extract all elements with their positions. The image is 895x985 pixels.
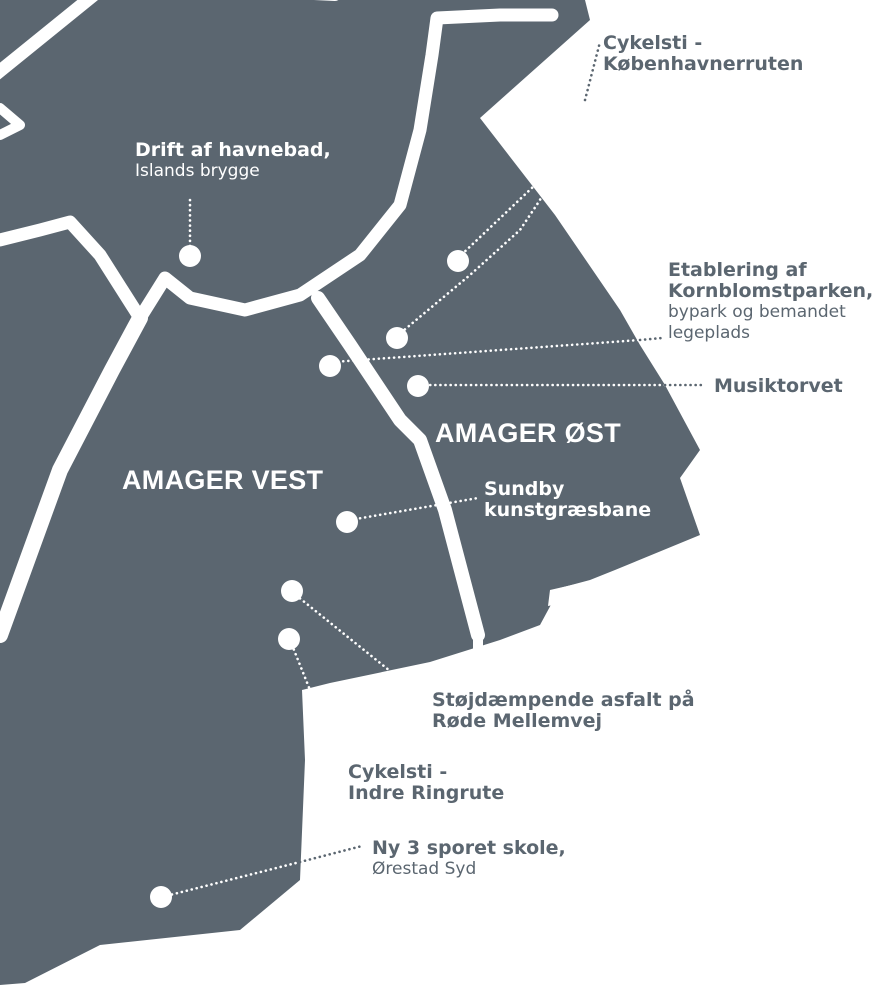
road-nw-diagonal (0, 0, 98, 80)
district-label-amager-ost: AMAGER ØST (435, 418, 621, 448)
leader-skole-out (298, 844, 364, 864)
project-markers (150, 245, 469, 908)
road-islands-brygge-ring (133, 8, 559, 325)
marker-cykelsti-kbh (447, 250, 469, 272)
marker-havnebad (179, 245, 201, 267)
label-cykelsti-indre-ringrute: Cykelsti - Indre Ringrute (348, 761, 505, 804)
label-ny-skole: Ny 3 sporet skole, Ørestad Syd (372, 837, 566, 880)
marker-sundby (336, 511, 358, 533)
leader-kornblomst (331, 338, 642, 364)
leader-cykelsti-kbh (456, 98, 587, 260)
marker-cykelsti-indre (278, 628, 300, 650)
marker-stojdaempende (281, 580, 303, 602)
leader-sundby (348, 496, 480, 522)
leader-frankrigsgade (395, 183, 547, 338)
leader-kornblomst-out (638, 336, 664, 342)
marker-kornblomst (319, 355, 341, 377)
marker-musiktorvet (407, 375, 429, 397)
coast-notch (548, 582, 585, 606)
leader-stojdaempende (290, 590, 427, 702)
leader-cykelsti-indre (288, 638, 347, 747)
label-havnebad: Drift af havnebad, Islands brygge (135, 139, 331, 182)
label-kornblomstparken: Etablering af Kornblomstparken, bypark o… (668, 259, 874, 344)
label-musiktorvet: Musiktorvet (714, 375, 843, 397)
leader-lines (160, 40, 705, 899)
district-label-amager-vest: AMAGER VEST (122, 465, 324, 495)
road-amager-vest-west (0, 310, 148, 643)
leader-skole (160, 860, 302, 899)
leader-cykelsti-kbh-out (583, 40, 602, 102)
road-west-upper (0, 215, 147, 325)
marker-skole (150, 886, 172, 908)
road-district-border (311, 291, 485, 642)
road-network (0, 0, 559, 660)
land-area (0, 0, 700, 985)
label-frankrigsgade: Frankrigsgade svømmehal (545, 142, 699, 185)
label-stojdaempende-asfalt: Støjdæmpende asfalt på Røde Mellemvej (432, 689, 695, 732)
road-west-lower (0, 103, 25, 140)
label-cykelsti-kobenhavnerruten: Cykelsti - Københavnerruten (603, 32, 804, 75)
marker-frankrigsgade (386, 327, 408, 349)
label-sundby-kunstgraesbane: Sundby kunstgræsbane (484, 478, 652, 521)
